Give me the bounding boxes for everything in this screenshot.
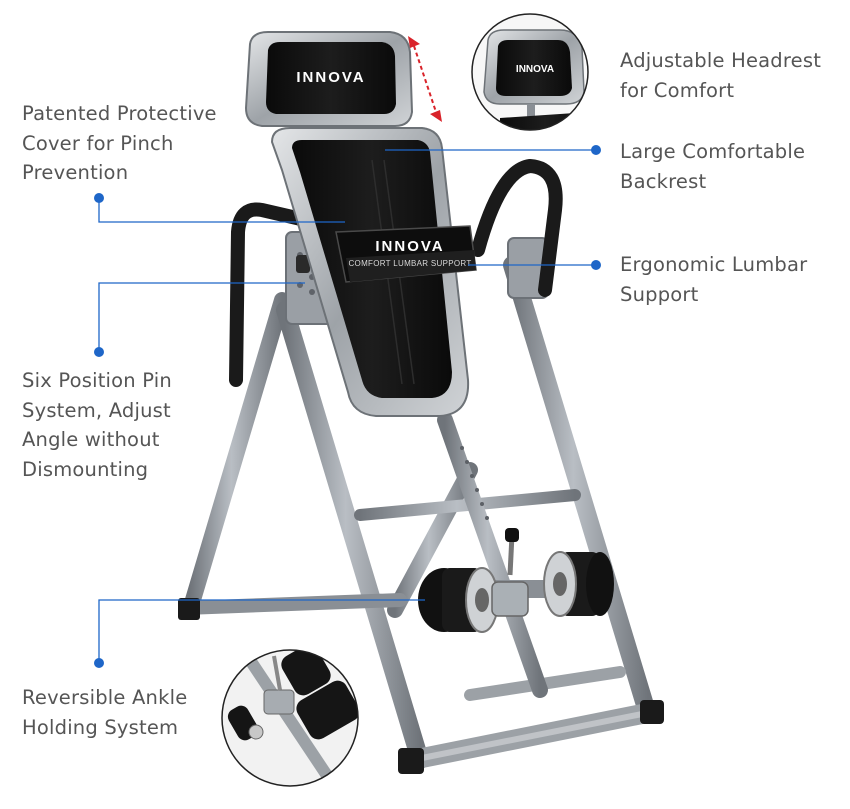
- label-line: Holding System: [22, 715, 179, 739]
- label-adjustable-headrest: Adjustable Headrest for Comfort: [620, 46, 821, 105]
- rear-right-leg: [387, 462, 478, 618]
- headrest-closeup-icon: INNOVA: [471, 13, 589, 131]
- lumbar-logo: INNOVA: [375, 238, 444, 255]
- label-protective-cover: Patented Protective Cover for Pinch Prev…: [22, 99, 217, 188]
- rear-left-leg: [182, 292, 290, 618]
- label-lumbar-support: Ergonomic Lumbar Support: [620, 250, 807, 309]
- callout-line-ankle: [98, 599, 425, 662]
- cross-bar-rear: [178, 593, 407, 615]
- label-line: Angle without: [22, 428, 160, 451]
- label-line: Dismounting: [22, 457, 149, 481]
- foot-cap-right: [640, 700, 664, 724]
- label-line: Prevention: [22, 161, 129, 184]
- front-left-leg: [276, 301, 429, 769]
- label-line: Large Comfortable: [620, 140, 806, 163]
- label-line: Backrest: [620, 169, 707, 193]
- callout-line-cover: [98, 198, 345, 223]
- label-line: Cover for Pinch: [22, 131, 174, 155]
- label-line: Support: [620, 282, 699, 306]
- label-large-backrest: Large Comfortable Backrest: [620, 137, 805, 196]
- ankle-closeup-icon: [221, 649, 359, 787]
- ankle-holder-assembly: [418, 528, 614, 633]
- label-line: Reversible Ankle: [22, 686, 188, 709]
- up-down-arrow-icon: [408, 36, 442, 122]
- label-line: Patented Protective: [22, 102, 217, 125]
- pin-knob: [296, 255, 310, 273]
- callout-lines: [98, 149, 595, 662]
- front-right-leg: [503, 256, 657, 724]
- callout-dot-lumbar: [591, 260, 601, 270]
- label-line: Six Position Pin: [22, 369, 172, 392]
- frame: [178, 231, 664, 774]
- callout-dot-ankle: [94, 658, 104, 668]
- callout-dots: [94, 145, 601, 668]
- label-line: System, Adjust: [22, 398, 171, 422]
- length-adjust-tube: [437, 412, 548, 698]
- callout-line-pin: [98, 282, 305, 352]
- inset-headrest-logo: INNOVA: [516, 64, 554, 75]
- lumbar-band: INNOVA COMFORT LUMBAR SUPPORT: [335, 225, 477, 283]
- label-line: Ergonomic Lumbar: [620, 253, 808, 276]
- lumbar-caption: COMFORT LUMBAR SUPPORT: [348, 259, 471, 268]
- callout-dot-pin: [94, 347, 104, 357]
- foot-cap-left: [398, 748, 424, 774]
- headrest: INNOVA: [244, 31, 414, 127]
- label-ankle-holding: Reversible Ankle Holding System: [22, 683, 187, 742]
- label-line: for Comfort: [620, 78, 735, 102]
- label-line: Adjustable Headrest: [620, 49, 822, 72]
- right-handle: [471, 158, 563, 297]
- headrest-logo: INNOVA: [296, 69, 365, 86]
- label-six-position-pin: Six Position Pin System, Adjust Angle wi…: [22, 366, 172, 484]
- callout-dot-backrest: [591, 145, 601, 155]
- callout-dot-cover: [94, 193, 104, 203]
- left-handle: [229, 202, 347, 387]
